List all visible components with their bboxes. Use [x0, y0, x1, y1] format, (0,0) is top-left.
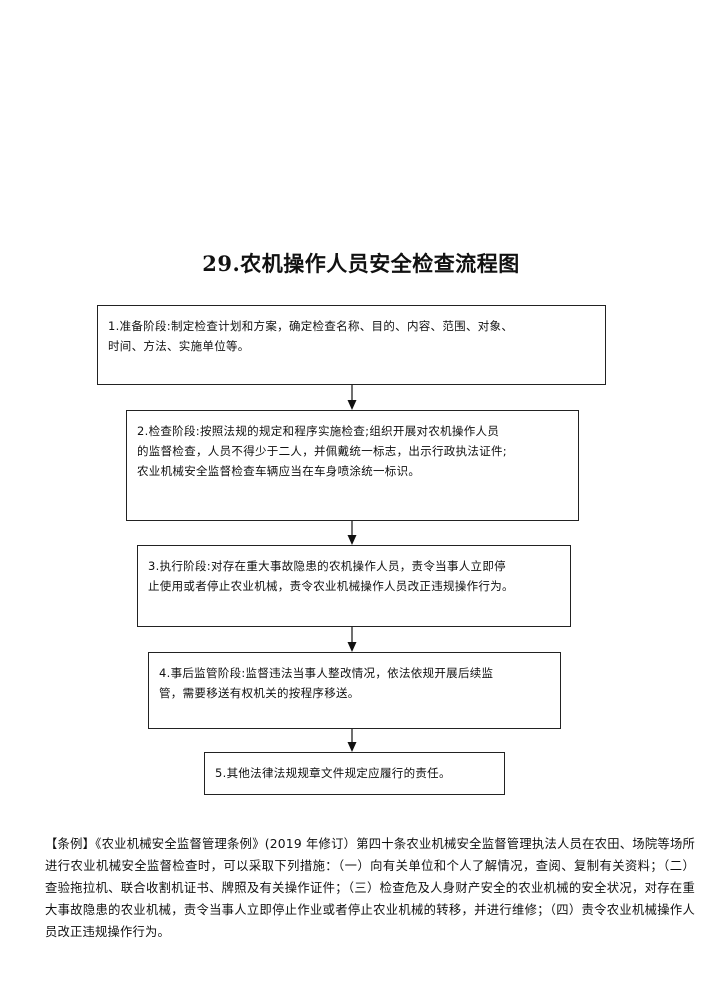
arrow-3-to-4 [347, 627, 357, 652]
step-text-3: 3.执行阶段:对存在重大事故隐患的农机操作人员，责令当事人立即停 止使用或者停止… [148, 559, 514, 593]
step-box-5-other-duties: 5.其他法律法规规章文件规定应履行的责任。 [204, 752, 505, 795]
step-box-3-execution: 3.执行阶段:对存在重大事故隐患的农机操作人员，责令当事人立即停 止使用或者停止… [137, 545, 571, 627]
arrow-1-to-2 [347, 385, 357, 410]
step-text-2: 2.检查阶段:按照法规的规定和程序实施检查;组织开展对农机操作人员 的监督检查，… [137, 424, 507, 478]
page-title: 29.农机操作人员安全检查流程图 [202, 251, 520, 276]
step-box-1-preparation: 1.准备阶段:制定检查计划和方案，确定检查名称、目的、内容、范围、对象、 时间、… [97, 305, 606, 385]
regulation-footnote: 【条例】《农业机械安全监督管理条例》(2019 年修订）第四十条农业机械安全监督… [45, 837, 695, 939]
step-box-4-post-supervision: 4.事后监管阶段:监督违法当事人整改情况，依法依规开展后续监 管，需要移送有权机… [148, 652, 561, 729]
step-text-4: 4.事后监管阶段:监督违法当事人整改情况，依法依规开展后续监 管，需要移送有权机… [159, 666, 494, 700]
arrow-4-to-5 [347, 729, 357, 752]
step-text-1: 1.准备阶段:制定检查计划和方案，确定检查名称、目的、内容、范围、对象、 时间、… [108, 319, 514, 353]
step-box-2-inspection: 2.检查阶段:按照法规的规定和程序实施检查;组织开展对农机操作人员 的监督检查，… [126, 410, 579, 521]
arrow-2-to-3 [347, 521, 357, 545]
step-text-5: 5.其他法律法规规章文件规定应履行的责任。 [215, 766, 451, 780]
